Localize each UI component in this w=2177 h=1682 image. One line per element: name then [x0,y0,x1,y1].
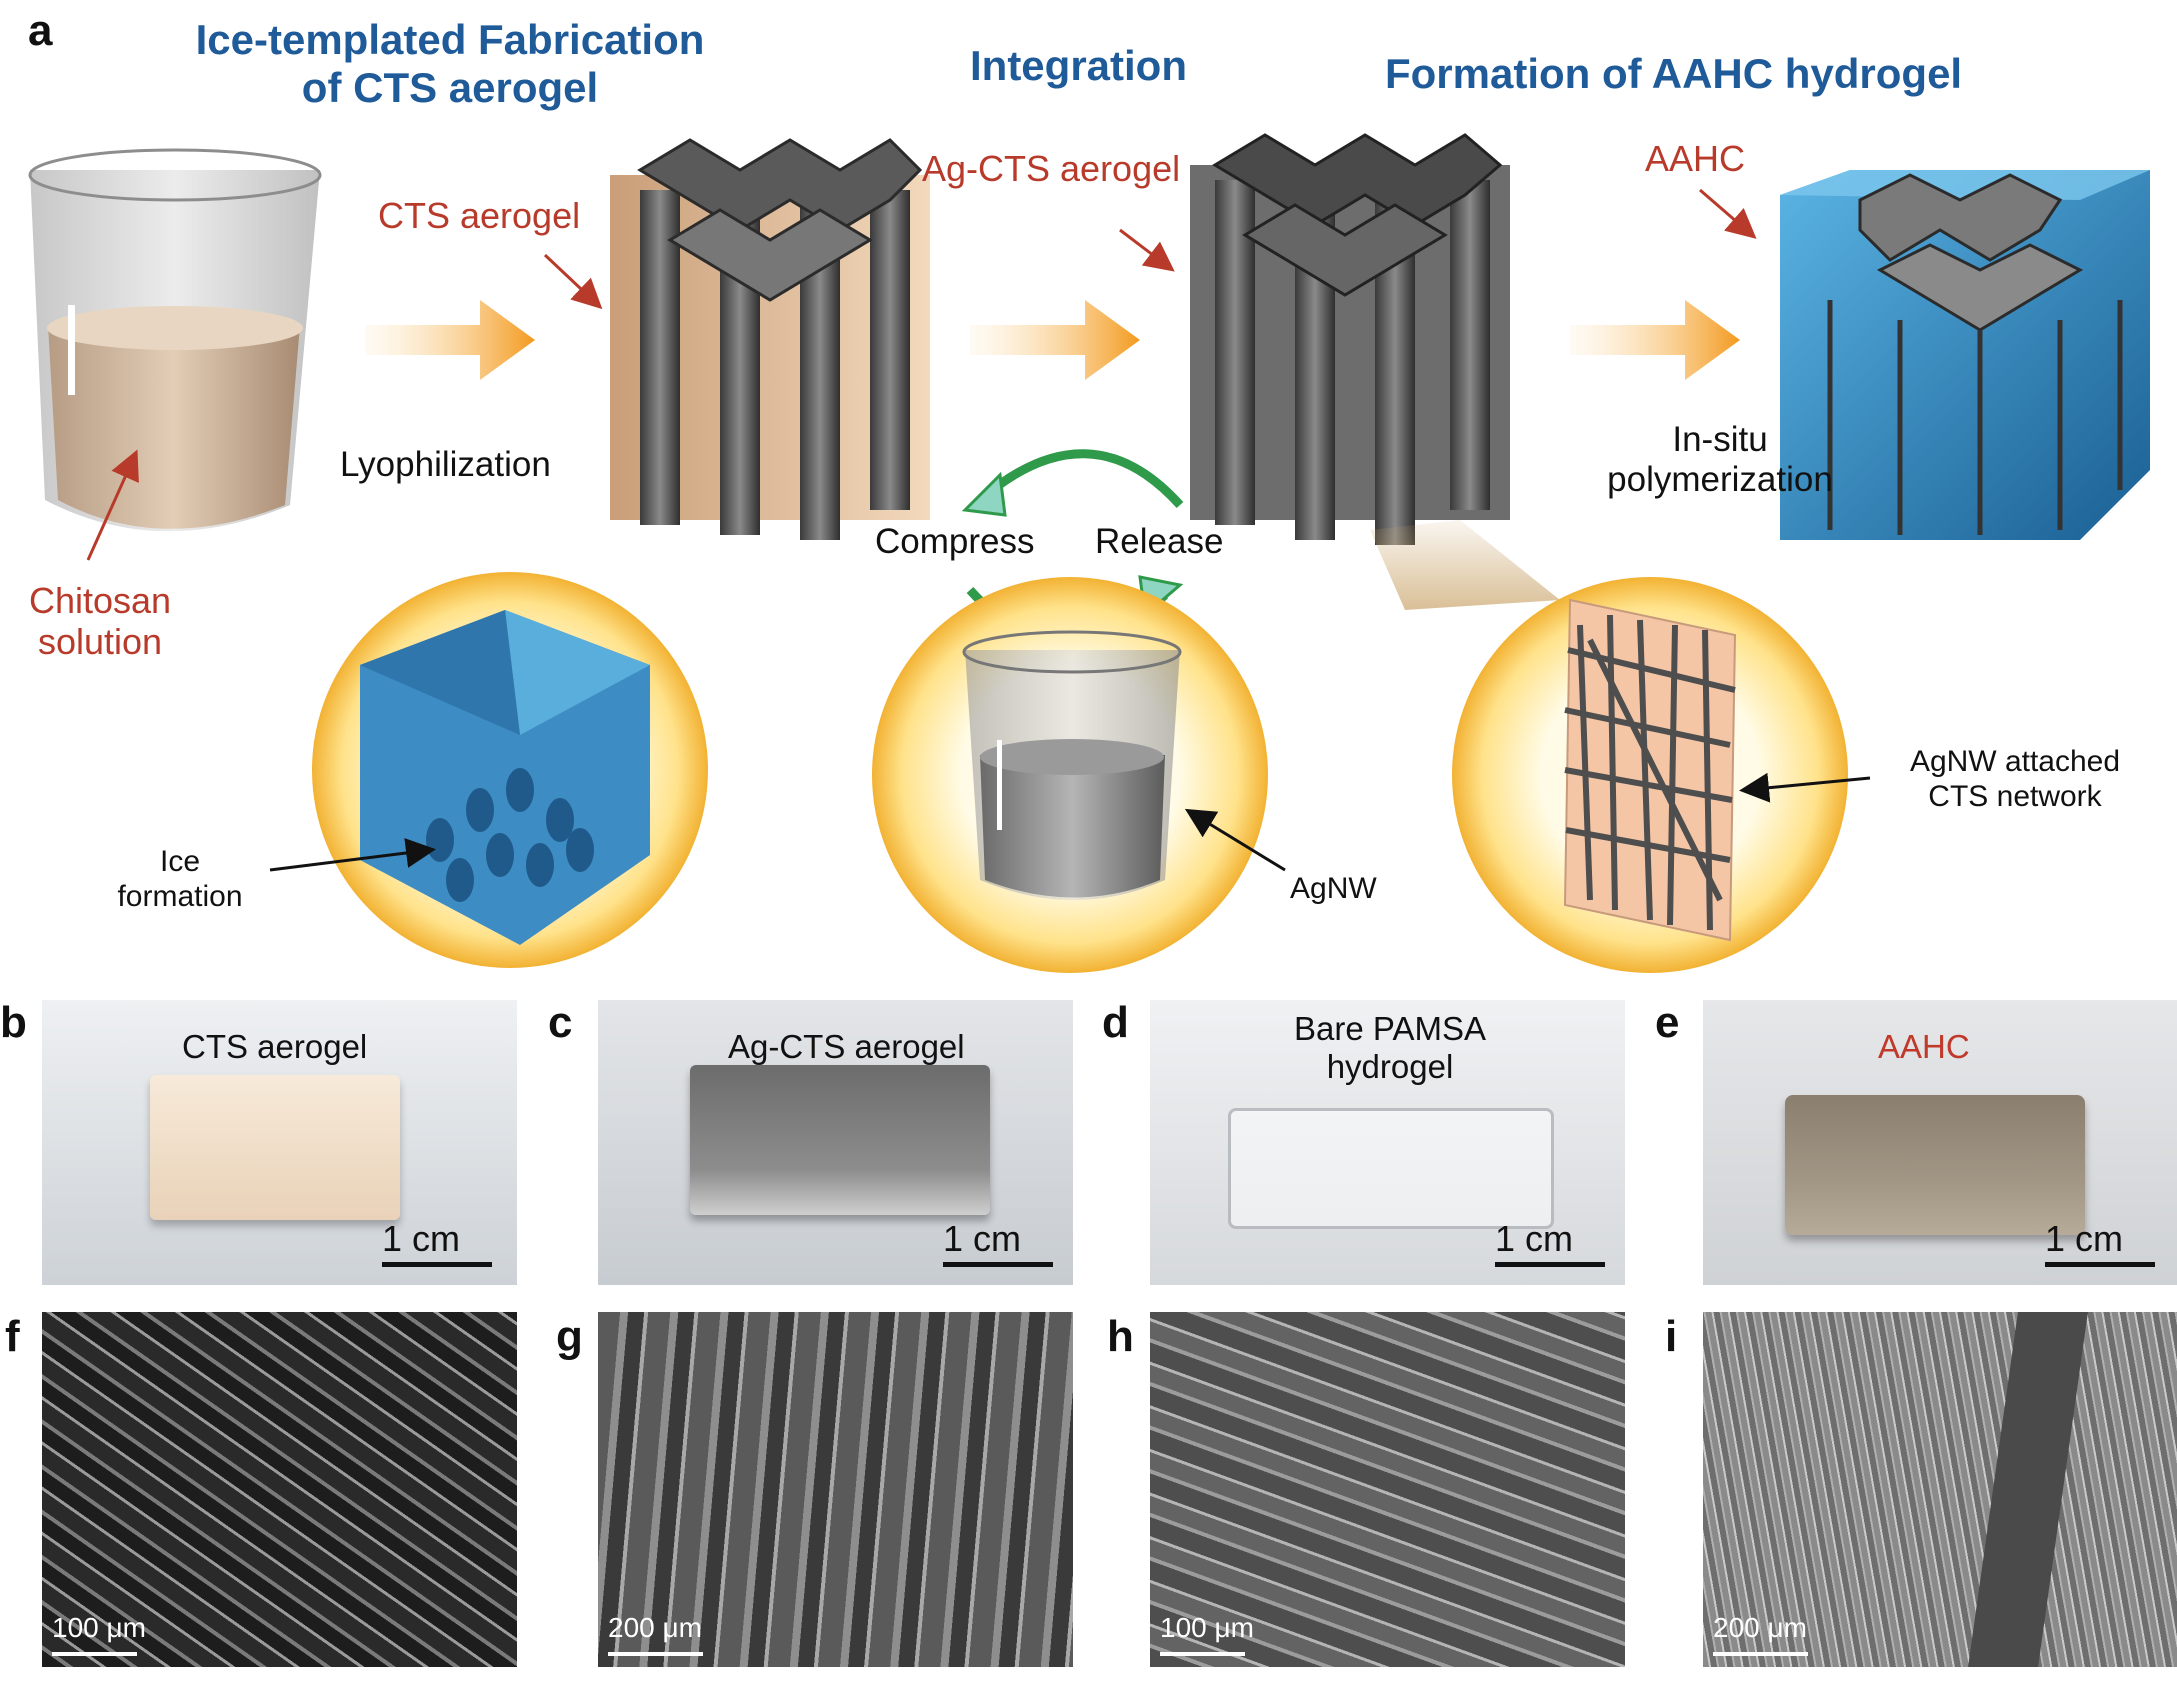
process-arrow-2 [970,300,1140,380]
agnw-network-icon [1563,598,1737,942]
sem-scale-bar-i [1713,1652,1808,1656]
sample-cts-aerogel [150,1075,400,1220]
label-agnw-network: AgNW attached CTS network [1909,745,2121,813]
compress-arrow [977,449,1184,509]
label-cts-aerogel: CTS aerogel [378,195,581,236]
scale-label-e: 1 cm [2045,1218,2124,1259]
scale-label-d: 1 cm [1495,1218,1574,1259]
pointer-agnw [1184,808,1286,872]
sem-scale-label-i: 200 μm [1713,1612,1807,1643]
caption-ag-cts-aerogel: Ag-CTS aerogel [728,1028,965,1065]
aahc-hydrogel-cube [1780,170,2150,540]
label-agnw: AgNW [1290,872,1377,905]
sem-image-ag-cts-aerogel: 200 μm [598,1312,1073,1667]
agnw-beaker-icon [962,630,1182,900]
scale-bar-d [1495,1262,1605,1267]
sample-pamsa-hydrogel [1228,1108,1554,1229]
sem-image-aahc: 200 μm [1703,1312,2177,1667]
scale-label-c: 1 cm [943,1218,1022,1259]
ag-cts-aerogel-honeycomb [1190,133,1510,545]
beaker-chitosan-icon [28,148,322,532]
photo-cts-aerogel: CTS aerogel 1 cm [42,1000,517,1285]
sem-scale-label-g: 200 μm [608,1612,702,1643]
sample-aahc [1785,1095,2085,1235]
pointer-aahc [1699,188,1757,239]
scale-bar-e [2045,1262,2155,1267]
photo-ag-cts-aerogel: Ag-CTS aerogel 1 cm [598,1000,1073,1285]
pointer-ag-cts [1119,228,1175,272]
compress-arrowhead [961,471,1007,517]
panel-label-g: g [556,1312,583,1361]
label-ag-cts-aerogel: Ag-CTS aerogel [922,148,1181,189]
scale-label-b: 1 cm [382,1218,461,1259]
label-compress: Compress [875,522,1035,561]
caption-cts-aerogel: CTS aerogel [182,1028,368,1065]
sample-ag-cts-aerogel [690,1065,990,1215]
panel-label-c: c [548,998,573,1047]
sem-gap-aahc [1968,1312,2088,1667]
label-ice-formation: Ice formation [117,845,243,913]
caption-pamsa-hydrogel: Bare PAMSA hydrogel [1294,1010,1486,1085]
title-integration: Integration [970,42,1187,89]
label-lyophilization: Lyophilization [340,445,551,484]
label-aahc: AAHC [1645,138,1746,179]
panel-label-f: f [5,1312,20,1361]
label-chitosan-solution: Chitosan solution [28,580,172,663]
cts-aerogel-honeycomb [610,138,930,540]
sem-scale-bar-f [52,1652,137,1656]
panel-label-d: d [1102,998,1129,1047]
pointer-ice [269,838,436,872]
panel-label-a: a [28,6,53,55]
label-release: Release [1095,522,1224,561]
sem-scale-bar-g [608,1652,703,1656]
photo-bare-pamsa-hydrogel: Bare PAMSA hydrogel 1 cm [1150,1000,1625,1285]
panel-label-i: i [1665,1312,1678,1361]
sem-image-pamsa-hydrogel: 100 μm [1150,1312,1625,1667]
title-formation: Formation of AAHC hydrogel [1385,50,1963,97]
photo-aahc: AAHC 1 cm [1703,1000,2177,1285]
zoom-beam [1370,520,1560,610]
pointer-chitosan [86,449,139,561]
scale-bar-b [382,1262,492,1267]
panel-label-h: h [1107,1312,1134,1361]
sem-scale-label-f: 100 μm [52,1612,146,1643]
sem-image-cts-aerogel: 100 μm [42,1312,517,1667]
pointer-agnw-network [1739,772,1871,803]
sem-scale-bar-h [1160,1652,1245,1656]
caption-aahc: AAHC [1878,1028,1970,1065]
process-arrow-1 [365,300,535,380]
panel-label-e: e [1655,998,1680,1047]
title-ice-templated: Ice-templated Fabrication of CTS aerogel [195,16,705,112]
panel-label-b: b [0,998,27,1047]
pointer-cts [543,253,603,310]
sem-scale-label-h: 100 μm [1160,1612,1254,1643]
process-arrow-3 [1570,300,1740,380]
label-in-situ-polymerization: In-situ polymerization [1607,420,1833,500]
scale-bar-c [943,1262,1053,1267]
